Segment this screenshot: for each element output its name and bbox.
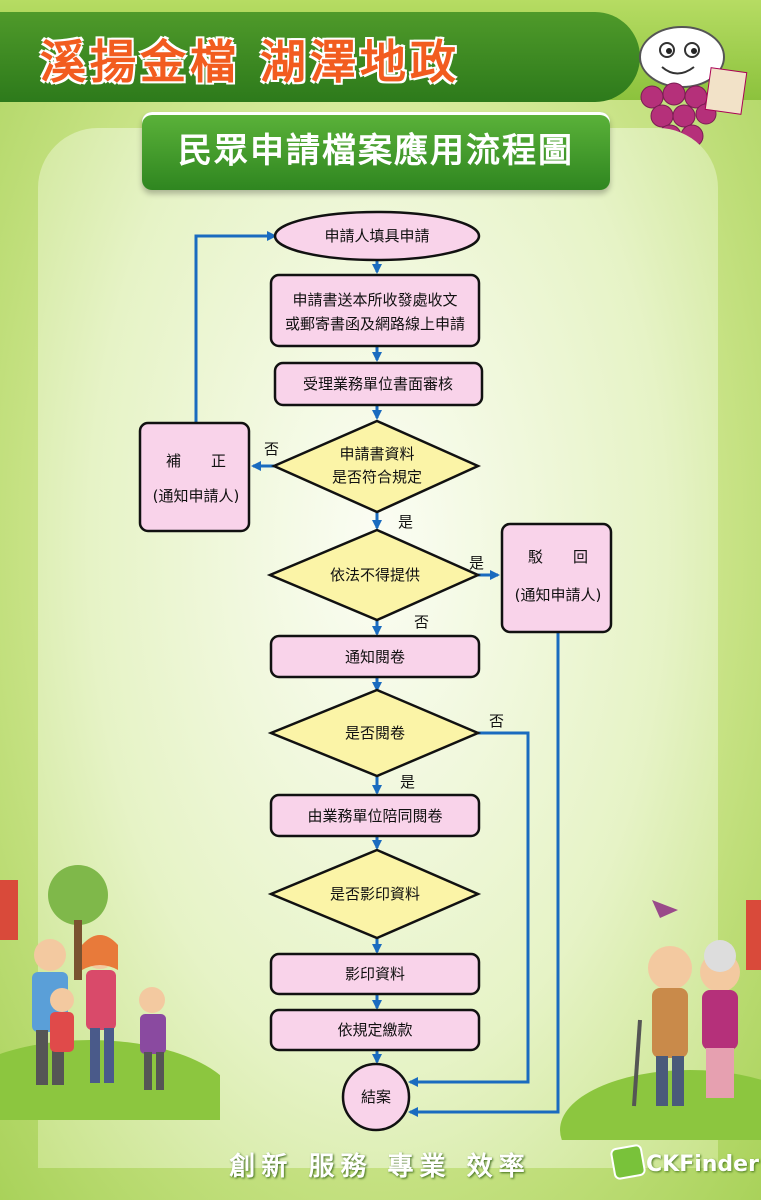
edge-label-check-yes: 是 [398,513,413,531]
start-node [273,210,481,262]
law-check-decision [266,528,482,622]
copy-data-label: 影印資料 [345,965,405,983]
footer-slogan: 創新 服務 專業 效率 [229,1152,531,1182]
pay-fee-label: 依規定繳款 [337,1021,412,1039]
left-family-illustration [0,865,220,1120]
review-node [273,361,484,407]
notify-view-label: 通知閱卷 [345,648,405,666]
title-bar: 民眾申請檔案應用流程圖 [142,112,610,190]
correction-node-line1: 補 正 [166,452,226,470]
edge-label-view-no: 否 [489,712,504,730]
edge-label-law-yes: 是 [469,554,484,572]
reject-node-line2: (通知申請人) [515,586,602,604]
submit-node [269,273,481,348]
ckfinder-logo-icon [609,1143,647,1181]
check-data-line2: 是否符合規定 [332,468,422,486]
accompany-view-label: 由業務單位陪同閱卷 [307,807,442,825]
end-node-label: 結案 [361,1088,391,1106]
right-elderly-couple-illustration [560,900,761,1140]
copy-check-decision [267,848,482,940]
law-check-label: 依法不得提供 [330,566,420,584]
headline: 溪揚金檔 湖澤地政 [40,35,461,89]
copy-data-node [269,952,481,996]
arrow-reject-to-end [408,632,560,1117]
edge-label-check-no: 否 [264,440,279,458]
headline-strip [0,12,640,102]
review-node-label: 受理業務單位書面審核 [303,375,453,393]
flow-connectors [194,231,560,1117]
correction-node-line2: (通知申請人) [153,487,240,505]
arrow-correction-back-to-start [194,231,277,422]
correction-node [138,421,251,533]
copy-check-label: 是否影印資料 [330,885,420,903]
arrow-view-no-to-end [408,731,530,1087]
view-check-label: 是否閱卷 [345,724,405,742]
start-node-label: 申請人填具申請 [324,227,429,245]
pay-fee-node [269,1008,481,1052]
edge-label-view-yes: 是 [400,773,415,791]
edge-label-law-no: 否 [414,613,429,631]
reject-node-line1: 駁 回 [528,548,588,566]
submit-node-line1: 申請書送本所收發處收文 [292,291,457,309]
end-node [341,1062,411,1132]
reject-node [500,522,613,634]
page-title: 民眾申請檔案應用流程圖 [178,131,574,171]
check-data-decision [270,419,482,514]
ckfinder-logo-text: CKFinder [646,1152,759,1177]
submit-node-line2: 或郵寄書函及網路線上申請 [285,315,465,333]
check-data-line1: 申請書資料 [339,445,414,463]
accompany-view-node [269,793,481,838]
notify-view-node [269,634,481,679]
view-check-decision [267,688,482,778]
